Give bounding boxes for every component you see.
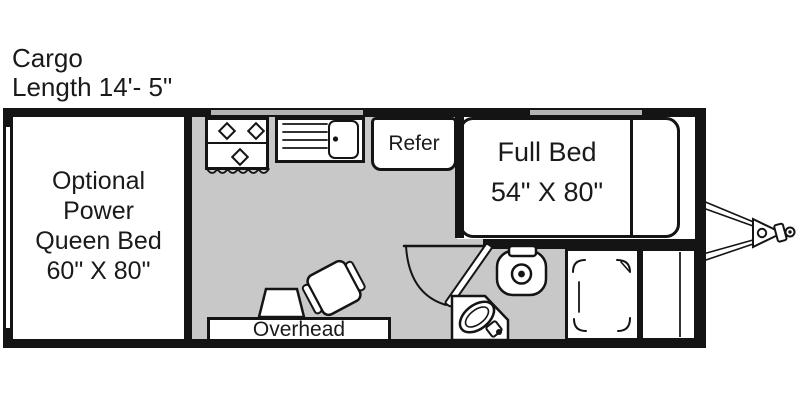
queen-bed-line2: Power [63,197,134,225]
cargo-length-line2: Length 14'- 5" [12,72,173,102]
queen-bed-line1: Optional [51,167,146,195]
cargo-length-label: Cargo Length 14'- 5" [12,44,172,102]
wall-right [695,108,706,348]
shower [565,248,640,341]
trailer-hitch-icon [702,200,796,262]
queen-bed-room [13,117,184,339]
wall-refer-bed [455,117,464,238]
wall-bottom [3,339,706,348]
wall-divider-queen [184,117,192,339]
full-bed-divider-line [630,119,633,236]
wall-bed-bathroom [483,239,706,249]
full-bed-line2: 54" X 80" [490,177,604,207]
refrigerator: Refer [371,117,457,171]
stove-cabinet [205,117,269,170]
cargo-length-line1: Cargo [12,43,83,73]
queen-bed-line4: 60" X 80" [46,257,151,285]
queen-bed-line3: Queen Bed [35,227,162,255]
queen-bed-label: Optional Power Queen Bed 60" X 80" [13,166,184,286]
refrigerator-label: Refer [388,132,440,155]
rear-ramp-door [6,127,10,328]
full-bed-line1: Full Bed [497,137,597,167]
full-bed-label: Full Bed 54" X 80" [461,132,633,212]
kitchen-counter [275,117,365,163]
window-top-kitchen [211,110,363,115]
wardrobe [640,248,697,341]
overhead-label: Overhead [252,317,346,341]
wardrobe-divider-line [679,252,681,337]
window-top-bed [530,110,642,115]
full-bed [459,117,680,238]
